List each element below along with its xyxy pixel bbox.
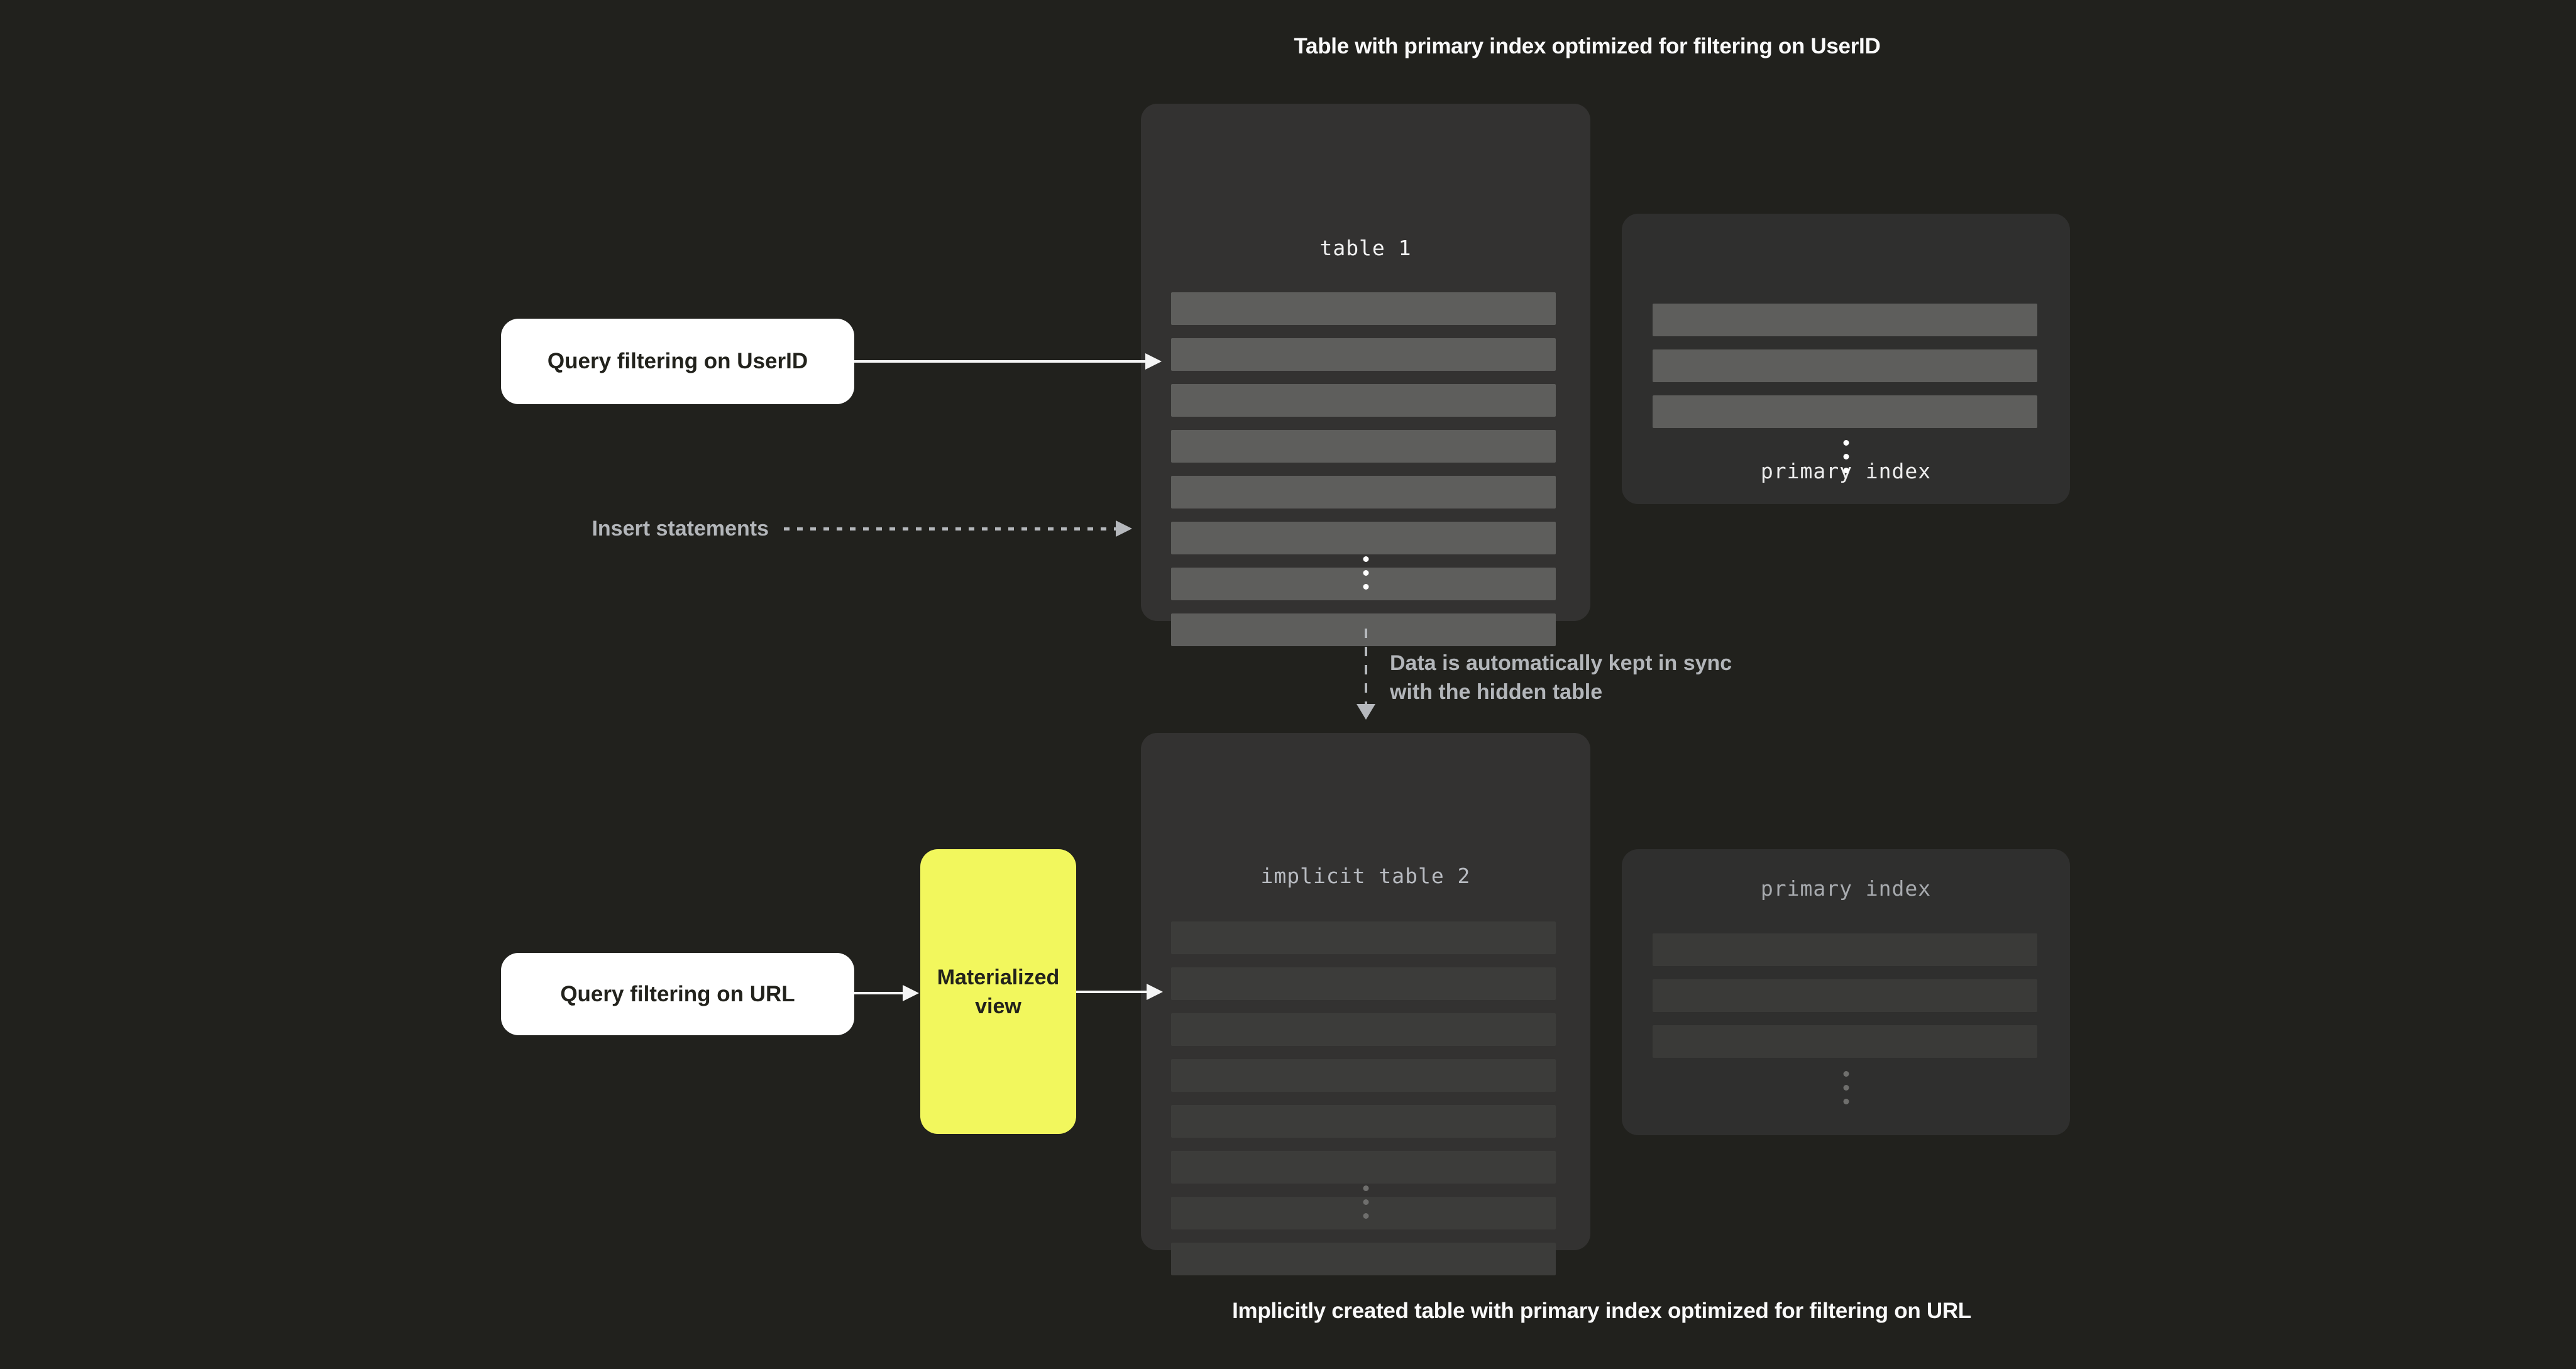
table-row xyxy=(1171,1059,1556,1092)
table-row xyxy=(1171,613,1556,646)
table-row xyxy=(1171,430,1556,463)
insert-statements-arrow-head-icon xyxy=(1116,520,1132,537)
table-row xyxy=(1653,304,2037,336)
table2-ellipsis-icon xyxy=(1363,1185,1368,1219)
table-row xyxy=(1171,338,1556,371)
arrow-query-url-head-icon xyxy=(903,985,919,1001)
insert-statements-dashed-line xyxy=(784,527,1116,531)
table-row xyxy=(1171,1151,1556,1184)
sync-note-line1: Data is automatically kept in sync xyxy=(1390,651,1732,675)
table1-panel: table 1 xyxy=(1141,104,1590,646)
arrow-materialized-view-head-icon xyxy=(1147,984,1163,1000)
primary-index-bottom-panel: primary index xyxy=(1622,849,2070,1135)
table-row xyxy=(1171,522,1556,554)
sync-arrow-head-icon xyxy=(1357,704,1375,720)
sync-dashed-line xyxy=(1365,629,1367,704)
primary-index-bottom-rows xyxy=(1653,933,2037,1058)
table1-title: table 1 xyxy=(1319,236,1412,260)
top-caption: Table with primary index optimized for f… xyxy=(1294,34,1881,58)
materialized-view-node: Materialized view xyxy=(920,849,1076,1134)
sync-note-line2: with the hidden table xyxy=(1390,680,1603,704)
primary-index-top-panel: primary index xyxy=(1622,214,2070,504)
table2-rows xyxy=(1171,921,1556,1275)
table-row xyxy=(1171,384,1556,417)
query-userid-label: Query filtering on UserID xyxy=(547,349,808,373)
materialized-view-label: Materialized view xyxy=(937,965,1060,1018)
query-url-label: Query filtering on URL xyxy=(560,981,795,1006)
primary-index-bottom-ellipsis-icon xyxy=(1843,1071,1849,1104)
table-row xyxy=(1653,349,2037,382)
primary-index-top-rows xyxy=(1653,304,2037,428)
table-row xyxy=(1171,921,1556,954)
primary-index-bottom-title: primary index xyxy=(1760,876,1932,901)
query-userid-node: Query filtering on UserID xyxy=(501,319,854,404)
table-row xyxy=(1653,395,2037,428)
table2-title: implicit table 2 xyxy=(1260,864,1471,888)
insert-statements-label: Insert statements xyxy=(592,517,769,541)
arrow-query-userid-head-icon xyxy=(1145,353,1162,370)
table1-rows xyxy=(1171,292,1556,646)
table-row xyxy=(1653,1025,2037,1058)
table-row xyxy=(1171,1105,1556,1138)
table-row xyxy=(1171,1013,1556,1046)
arrow-query-userid-line xyxy=(854,360,1145,363)
primary-index-top-ellipsis-icon xyxy=(1843,440,1849,473)
arrow-materialized-view-line xyxy=(1076,991,1147,993)
bottom-caption: Implicitly created table with primary in… xyxy=(1232,1299,1971,1323)
sync-note: Data is automatically kept in sync with … xyxy=(1390,649,1732,706)
arrow-query-url-line xyxy=(854,992,903,994)
table-row xyxy=(1171,1243,1556,1275)
table-row xyxy=(1171,476,1556,509)
query-url-node: Query filtering on URL xyxy=(501,953,854,1035)
table1-ellipsis-icon xyxy=(1363,556,1368,590)
table2-panel: implicit table 2 xyxy=(1141,733,1590,1275)
table-row xyxy=(1653,933,2037,966)
table-row xyxy=(1171,292,1556,325)
table-row xyxy=(1171,967,1556,1000)
table-row xyxy=(1653,979,2037,1012)
